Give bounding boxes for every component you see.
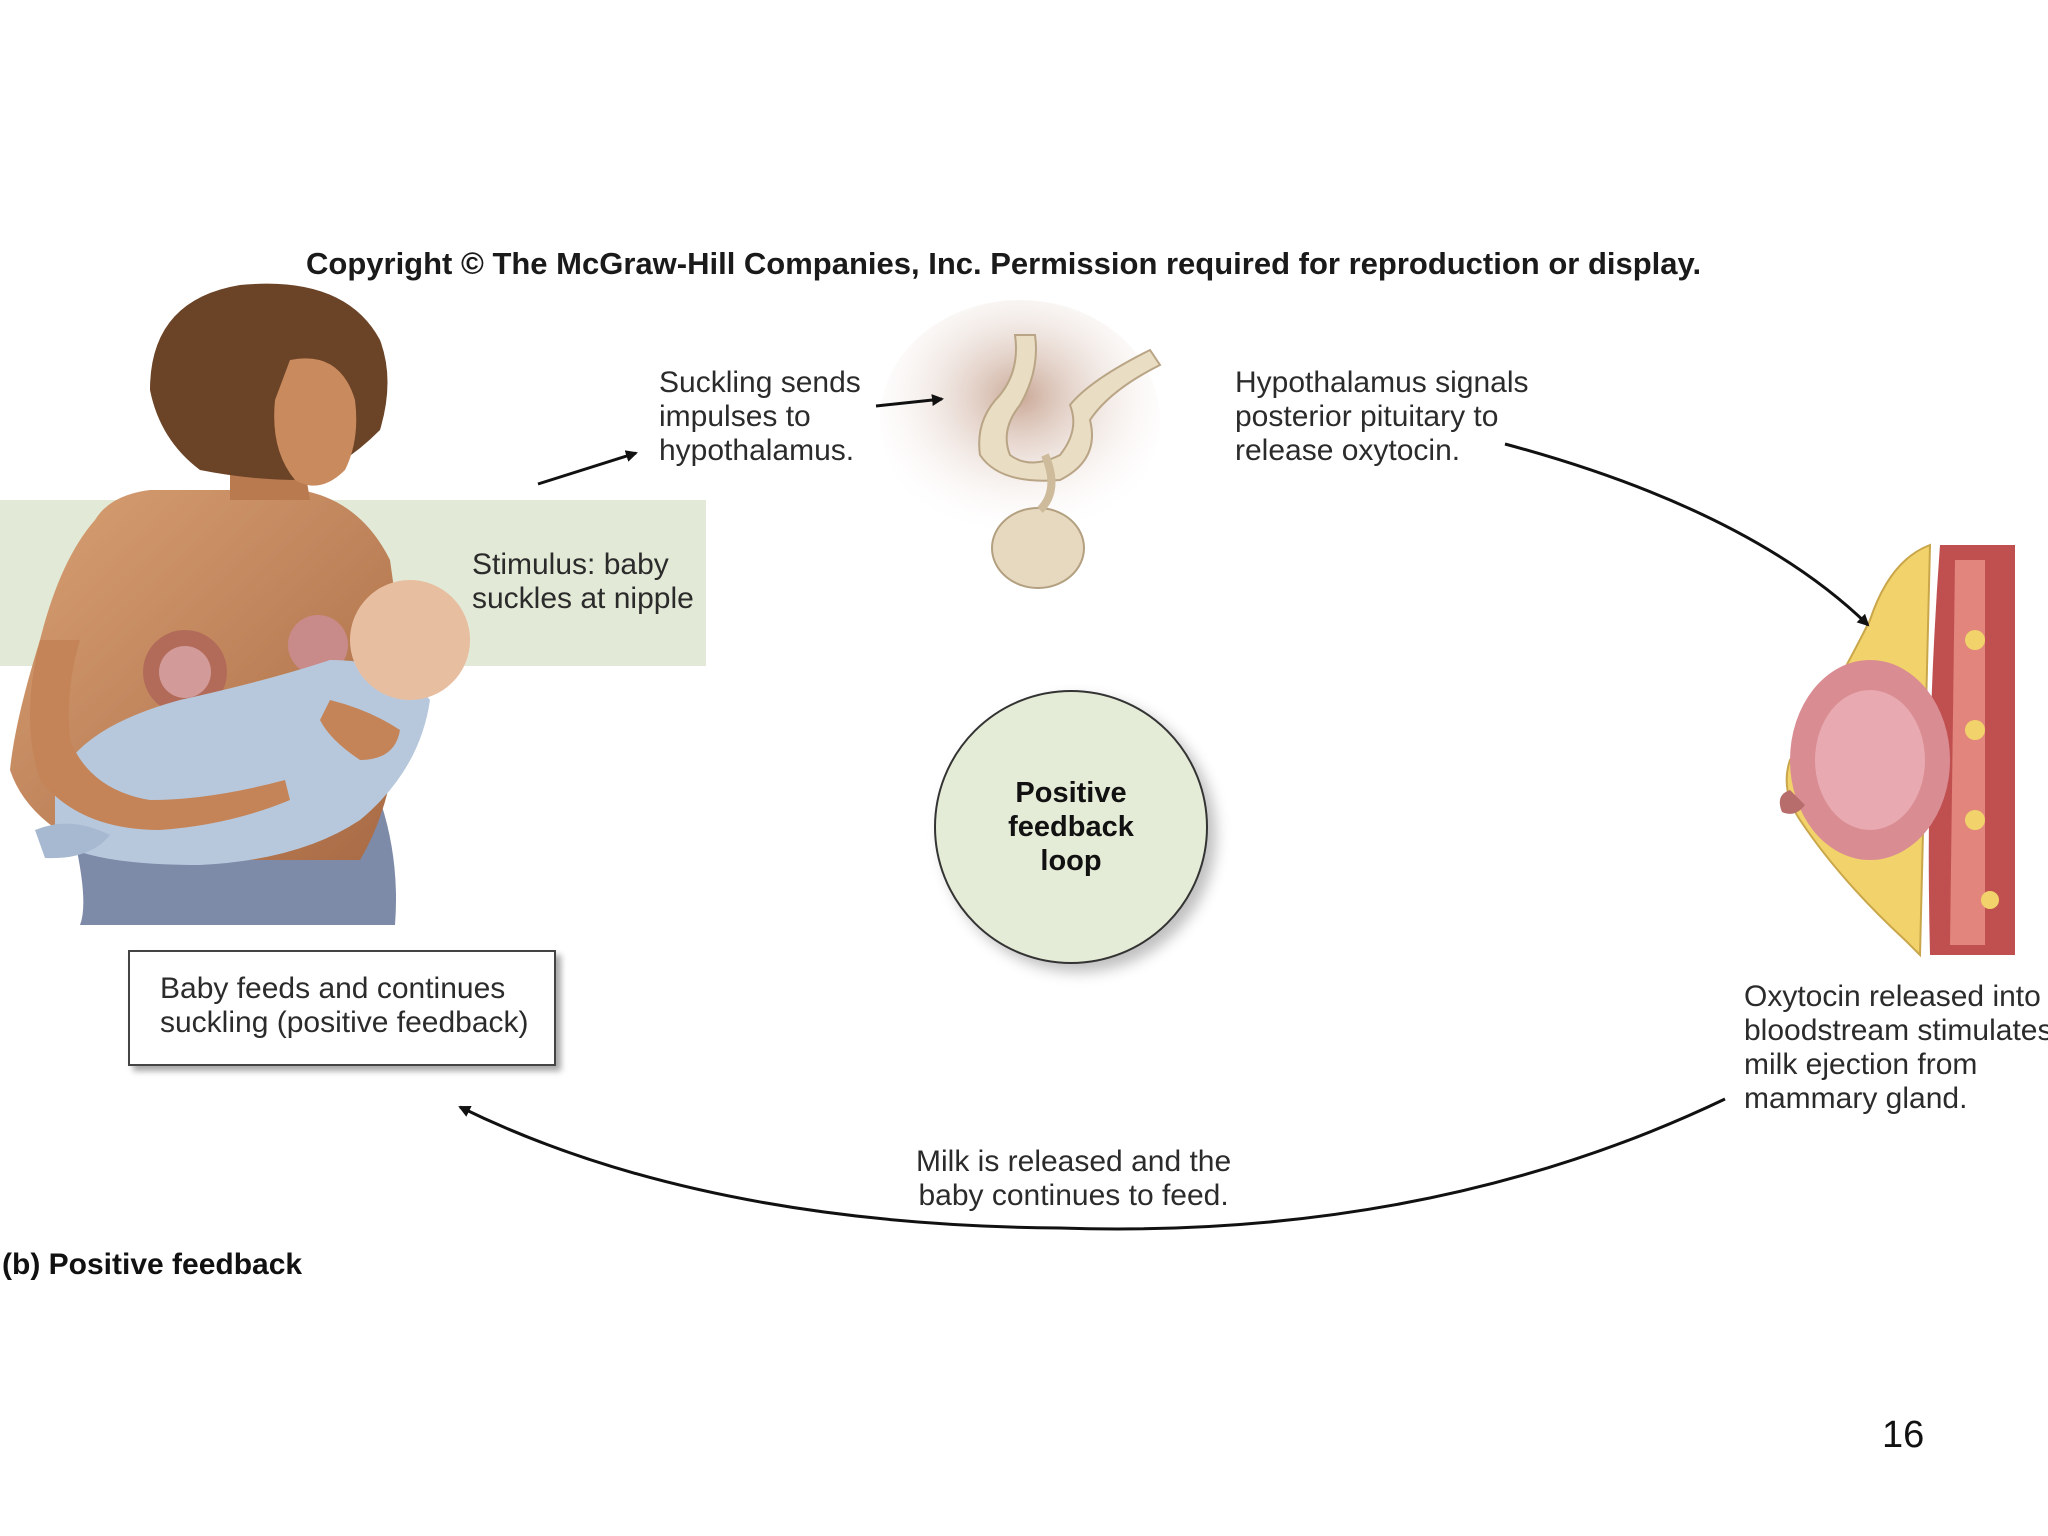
arrow-pituitary-to-breast xyxy=(1504,442,1870,627)
stimulus-line: Stimulus: baby xyxy=(472,548,669,581)
stimulus-line: suckles at nipple xyxy=(472,582,694,615)
suckling-line: hypothalamus. xyxy=(659,434,855,467)
baby-feeds-line: suckling (positive feedback) xyxy=(160,1006,529,1039)
milk-line: Milk is released and the xyxy=(916,1145,1232,1178)
stimulus-label: Stimulus: baby suckles at nipple xyxy=(472,548,694,616)
mother-baby-illustration xyxy=(10,283,470,925)
suckling-label: Suckling sends impulses to hypothalamus. xyxy=(659,366,861,468)
hypothalamus-line: posterior pituitary to xyxy=(1235,400,1499,433)
baby-feeds-line: Baby feeds and continues xyxy=(160,972,506,1005)
oxytocin-label: Oxytocin released into bloodstream stimu… xyxy=(1744,980,2048,1116)
milk-label: Milk is released and the baby continues … xyxy=(916,1145,1231,1213)
arrow-mother-to-suckling xyxy=(537,450,638,486)
loop-line: loop xyxy=(1040,845,1102,877)
suckling-line: Suckling sends xyxy=(659,366,861,399)
pituitary-illustration xyxy=(880,300,1162,589)
baby-feeds-label: Baby feeds and continues suckling (posit… xyxy=(160,972,529,1040)
suckling-line: impulses to xyxy=(659,400,811,433)
milk-line: baby continues to feed. xyxy=(918,1179,1229,1212)
oxytocin-line: Oxytocin released into xyxy=(1744,980,2041,1013)
baby-feeds-box: Baby feeds and continues suckling (posit… xyxy=(128,950,556,1066)
arrow-milk-return xyxy=(458,1097,1726,1231)
arrow-suckling-to-pituitary xyxy=(875,394,944,408)
oxytocin-line: milk ejection from xyxy=(1744,1048,1978,1081)
hypothalamus-line: release oxytocin. xyxy=(1235,434,1461,467)
oxytocin-line: mammary gland. xyxy=(1744,1082,1968,1115)
page-number: 16 xyxy=(1882,1414,1925,1456)
oxytocin-line: bloodstream stimulates xyxy=(1744,1014,2048,1047)
copyright-notice: Copyright © The McGraw-Hill Companies, I… xyxy=(306,246,1702,281)
figure-caption: (b) Positive feedback xyxy=(2,1248,303,1281)
breast-cross-section-illustration xyxy=(1779,543,2015,958)
loop-line: feedback xyxy=(1008,811,1134,843)
hypothalamus-label: Hypothalamus signals posterior pituitary… xyxy=(1235,366,1528,468)
loop-line: Positive xyxy=(1015,777,1127,809)
loop-label: Positive feedback loop xyxy=(936,776,1206,878)
hypothalamus-line: Hypothalamus signals xyxy=(1235,366,1529,399)
feedback-loop-circle: Positive feedback loop xyxy=(934,690,1208,964)
